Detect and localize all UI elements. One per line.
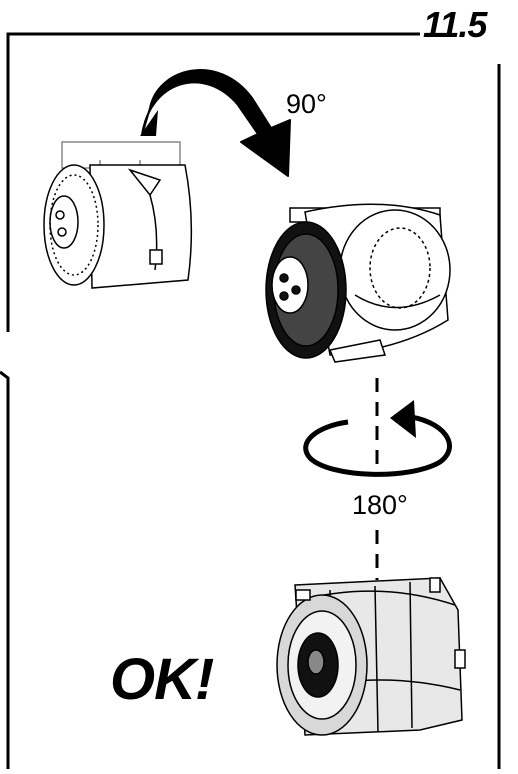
blower-start-icon [43, 141, 193, 289]
rotation-label-180: 180° [352, 490, 408, 520]
result-label: OK! [110, 647, 214, 712]
step-number: 11.5 [423, 4, 487, 45]
circular-arrow-icon [303, 400, 452, 477]
blower-final-icon [276, 577, 466, 736]
page-frame [0, 32, 501, 769]
blower-rotated-icon [265, 203, 451, 363]
rotation-label-90: 90° [286, 89, 327, 119]
curved-arrow-icon [140, 69, 291, 177]
